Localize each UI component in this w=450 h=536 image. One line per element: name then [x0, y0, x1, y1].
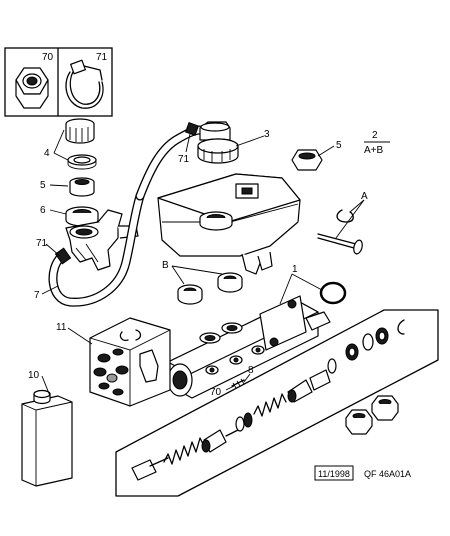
plug-part [345, 395, 399, 435]
kit-seals-icon [93, 329, 159, 396]
footer-date: 11/1998 [318, 469, 350, 479]
hose-clamp-icon [65, 59, 104, 109]
reservoir-cap-part [65, 118, 95, 144]
piston-part-2 [287, 369, 331, 403]
internal-parts-panel [115, 309, 439, 497]
seal-ring-part [67, 154, 97, 170]
seal-part-3 [362, 327, 389, 351]
callout-A: A [361, 191, 368, 202]
footer-ref: QF 46A01A [364, 469, 411, 479]
circlip-part [397, 319, 405, 335]
leader-lines [41, 129, 365, 397]
callout-4: 4 [44, 148, 50, 159]
callout-3: 3 [264, 129, 270, 140]
callout-B: B [162, 260, 169, 271]
spring-part-1 [163, 437, 205, 465]
bleed-screw-part [231, 378, 245, 389]
callout-8: 8 [248, 365, 254, 376]
seal-part-1 [235, 412, 253, 432]
spring-part-2 [253, 393, 287, 417]
master-cylinder [167, 295, 331, 399]
inset-label-71: 71 [96, 52, 108, 63]
callout-70: 70 [210, 387, 222, 398]
seal-part-2 [327, 343, 359, 374]
filter-part [69, 177, 95, 197]
hex-nut-icon [15, 67, 49, 109]
hose-clamp-small-icon [54, 121, 200, 265]
brake-fluid-reservoir [157, 121, 301, 275]
callout-7: 7 [34, 290, 40, 301]
callout-2: 2 [372, 130, 378, 141]
callout-11: 11 [56, 322, 67, 333]
grommet-part [65, 206, 99, 227]
callout-71-left: 71 [36, 238, 48, 249]
retaining-pin-part [317, 209, 363, 255]
callout-6: 6 [40, 205, 46, 216]
detail-inset: 70 71 [4, 47, 113, 117]
reference-footer: 11/1998 QF 46A01A [314, 465, 411, 481]
callout-5-right: 5 [336, 140, 342, 151]
brake-fluid-can [21, 389, 73, 487]
callout-71-top: 71 [178, 154, 190, 165]
callout-10: 10 [28, 370, 40, 381]
callout-1: 1 [292, 264, 298, 275]
o-ring-part [319, 281, 347, 305]
callout-labels: 4 5 6 71 7 71 3 5 A B 1 11 10 8 70 [28, 129, 368, 398]
outlet-cap-part [291, 149, 323, 171]
reservoir-seal-b-part [177, 272, 243, 305]
piston-part-1 [201, 429, 239, 453]
callout-5-left: 5 [40, 180, 46, 191]
callout-2-sub: A+B [364, 145, 384, 156]
pushrod-part [131, 457, 169, 481]
repair-kit-box [89, 317, 171, 407]
inset-label-70: 70 [42, 52, 54, 63]
